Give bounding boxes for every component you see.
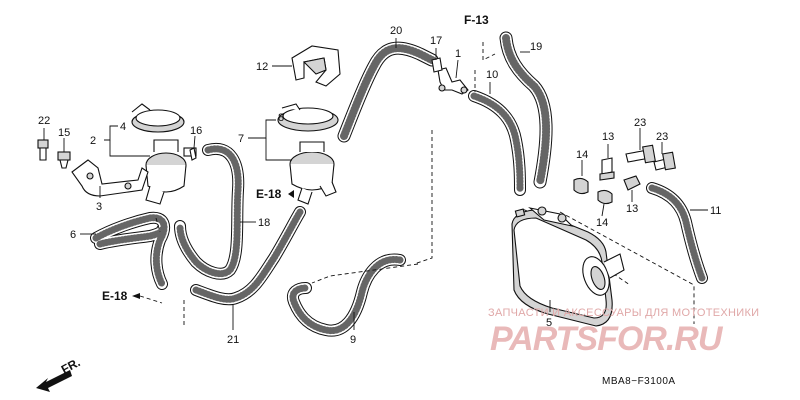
watermark-caption: ЗАПЧАСТИ И АКСЕССУАРЫ ДЛЯ МОТОТЕХНИКИ (488, 307, 759, 319)
callout-21: 21 (227, 334, 239, 346)
fittings-top (431, 57, 469, 95)
callout-10: 10 (486, 69, 498, 81)
callout-2: 2 (90, 135, 96, 147)
watermark: ЗАПЧАСТИ И АКСЕССУАРЫ ДЛЯ МОТОТЕХНИКИ PA… (488, 307, 759, 358)
reference-codes: F-13 E-18 E-18 (102, 13, 489, 303)
diagram-code: MBA8−F3100A (602, 376, 676, 387)
hoses-layer (90, 31, 708, 337)
hose-11 (646, 182, 708, 284)
callout-23b: 23 (656, 131, 668, 143)
callout-numbers: 1 2 3 4 5 6 7 8 9 10 11 12 13 13 14 14 1… (38, 25, 721, 346)
bolts-right (573, 144, 676, 205)
valve-assembly-left (131, 103, 197, 205)
watermark-logo: PARTSFOR.RU (490, 320, 724, 358)
hose-19 (499, 31, 553, 189)
hose-18 (174, 142, 245, 280)
callout-12: 12 (256, 61, 268, 73)
callout-13a: 13 (602, 131, 614, 143)
callout-8: 8 (278, 112, 284, 124)
callout-17: 17 (430, 35, 442, 47)
bracket-12 (291, 45, 341, 87)
callout-4: 4 (120, 121, 126, 133)
hose-6 (90, 211, 171, 290)
callout-5: 5 (546, 317, 552, 329)
callout-1: 1 (455, 48, 461, 60)
valve-assembly-right (277, 103, 339, 205)
callout-9: 9 (350, 334, 356, 346)
hose-9 (287, 253, 406, 337)
ref-e18-upper: E-18 (256, 187, 282, 201)
callout-14a: 14 (576, 149, 588, 161)
callout-18: 18 (258, 217, 270, 229)
reference-lines (139, 42, 695, 326)
leader-lines (43, 38, 708, 330)
bracket-left (71, 159, 149, 197)
callout-20: 20 (390, 25, 402, 37)
hose-10 (468, 90, 526, 196)
callout-6: 6 (70, 229, 76, 241)
front-label: FR. (59, 355, 83, 376)
hose-21 (190, 206, 306, 306)
callout-16: 16 (190, 125, 202, 137)
callout-11: 11 (710, 205, 721, 217)
callout-7: 7 (238, 133, 244, 145)
callout-22: 22 (38, 115, 50, 127)
callout-19: 19 (530, 41, 542, 53)
callout-23a: 23 (634, 117, 646, 129)
callout-3: 3 (96, 201, 102, 213)
hose-20 (337, 41, 439, 143)
callout-14b: 14 (596, 217, 608, 229)
callout-13b: 13 (626, 203, 638, 215)
evap-canister (511, 206, 625, 327)
front-direction-arrow-icon: FR. (36, 355, 82, 392)
callout-15: 15 (58, 127, 70, 139)
ref-e18-lower: E-18 (102, 289, 128, 303)
ref-f13: F-13 (464, 13, 489, 27)
bolts-left (37, 139, 197, 169)
